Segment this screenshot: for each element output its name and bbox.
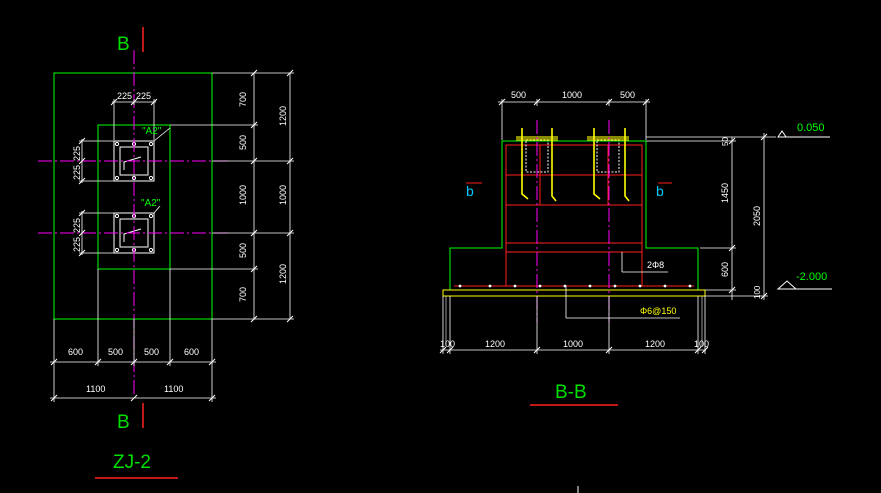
dim-left-lower-2: 225 [72, 237, 82, 252]
sec-dim-right-outer: 2050 [752, 206, 762, 226]
dim-right-inner-3: 1000 [238, 185, 248, 205]
rebar-note-stirrup: Φ6@150 [640, 306, 676, 316]
section-mark-bottom: B [117, 412, 130, 433]
elevation-top-label: 0.050 [797, 122, 825, 134]
dim-top-2: 225 [136, 91, 151, 101]
section-mark-top: B [117, 34, 130, 55]
drawing-title-section: B-B [555, 382, 587, 403]
sec-dim-bottom-4: 1200 [645, 339, 665, 349]
cushion-layer [442, 289, 706, 297]
sec-dim-top-1: 500 [511, 90, 526, 100]
rebar-note-bar: 2Φ8 [647, 260, 664, 270]
dim-right-inner-5: 700 [238, 287, 248, 302]
sec-dim-right-2: 1450 [720, 183, 730, 203]
dim-bottom-inner-4: 600 [184, 347, 199, 357]
sec-dim-bottom-3: 1000 [563, 339, 583, 349]
sec-dim-bottom-2: 1200 [485, 339, 505, 349]
dim-left-upper-1: 225 [72, 146, 82, 161]
cut-mark-left: b [466, 183, 474, 199]
sec-dim-bottom-1: 100 [440, 339, 455, 349]
sec-dim-top-2: 1000 [562, 90, 582, 100]
dim-right-inner-1: 700 [238, 92, 248, 107]
sec-dim-right-3: 600 [720, 262, 730, 277]
dim-right-inner-2: 500 [238, 135, 248, 150]
sec-dim-bottom-5: 100 [694, 339, 709, 349]
sec-dim-right-4: 100 [753, 285, 762, 299]
section-view: 500 1000 500 100 1200 1000 1200 100 50 1… [439, 90, 832, 406]
dim-right-outer-1: 1200 [278, 106, 288, 126]
dim-top-1: 225 [117, 91, 132, 101]
anchor-bolts [516, 128, 630, 202]
sec-dim-top-3: 500 [620, 90, 635, 100]
label-pier-upper: "A2" [142, 126, 162, 137]
elevation-marker-bottom [776, 280, 832, 290]
footing-outline [53, 72, 213, 320]
plan-view: B B ZJ-2 225 225 225 225 225 225 "A2" "A… [38, 27, 294, 479]
dim-bottom-outer-1: 1100 [86, 384, 105, 394]
dim-right-inner-4: 500 [238, 243, 248, 258]
dim-bottom-outer-2: 1100 [164, 384, 183, 394]
dim-bottom-inner-2: 500 [108, 347, 123, 357]
dim-right-outer-2: 1000 [278, 185, 288, 205]
label-pier-lower: "A2" [141, 198, 161, 209]
footing-section-outline [449, 140, 699, 290]
cut-mark-right: b [656, 183, 664, 199]
dim-right-outer-3: 1200 [278, 264, 288, 284]
dim-left-upper-2: 225 [72, 165, 82, 180]
drawing-title-plan: ZJ-2 [113, 452, 151, 473]
elevation-bottom-label: -2.000 [796, 271, 827, 283]
rebar-cage [454, 144, 694, 287]
sec-dim-right-1: 50 [721, 137, 730, 146]
elevation-marker-top [777, 130, 830, 138]
dim-left-lower-1: 225 [72, 218, 82, 233]
dim-bottom-inner-3: 500 [144, 347, 159, 357]
dim-bottom-inner-1: 600 [68, 347, 83, 357]
